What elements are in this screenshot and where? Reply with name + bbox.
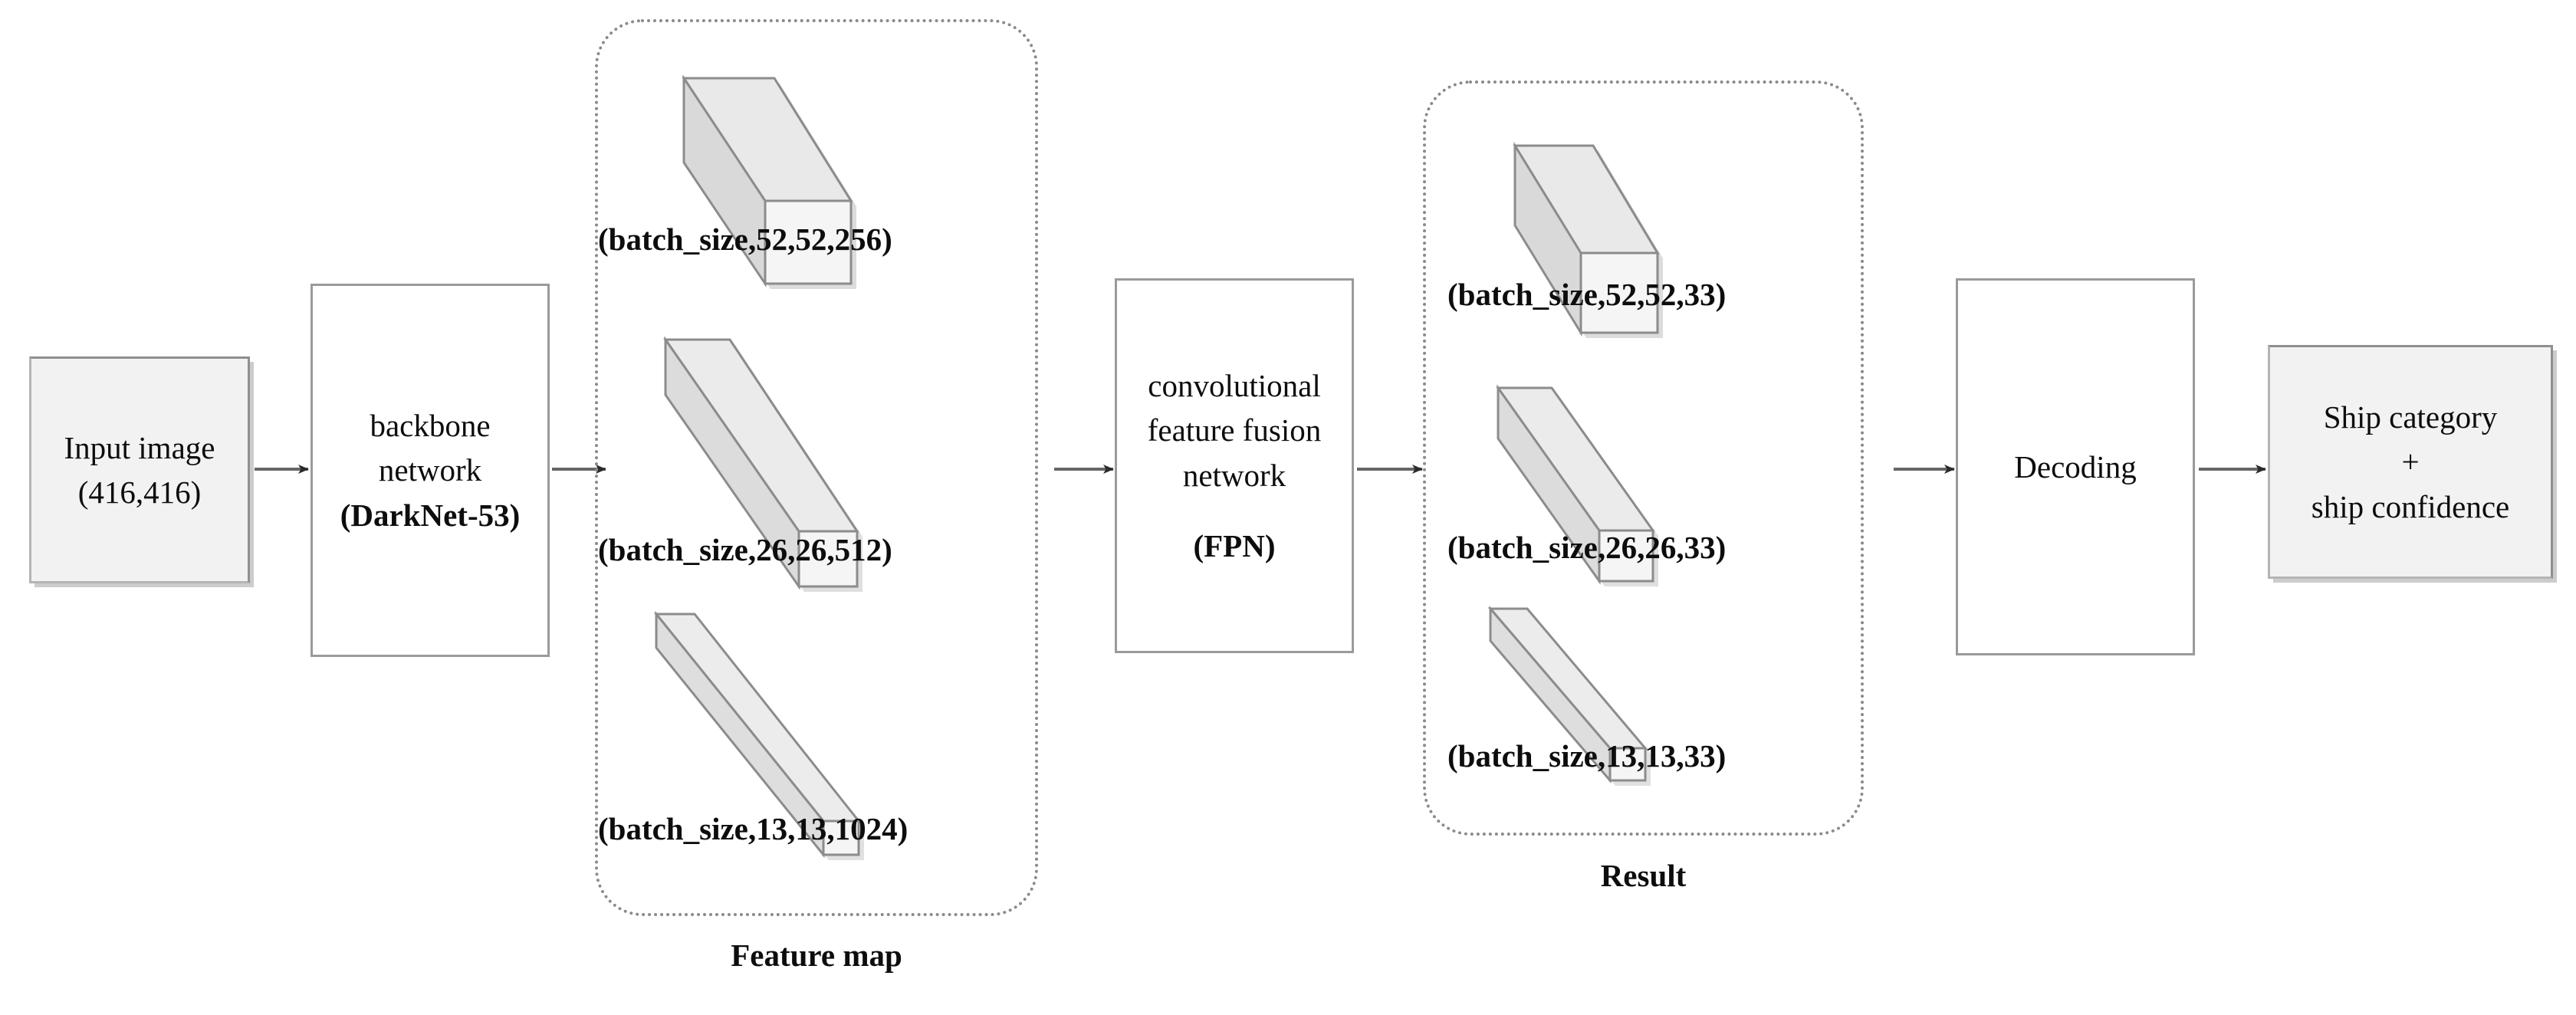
node-backbone-network[interactable]: backbone network (DarkNet-53) [310,284,550,657]
input-image-line2: (416,416) [77,475,202,510]
feature-map-group-label: Feature map [731,938,902,973]
node-output-ship[interactable]: Ship category + ship confidence [2268,345,2553,579]
fpn-text: convolutional feature fusion network (FP… [1143,363,1326,568]
fpn-line1: convolutional [1148,368,1321,404]
feature-map-cube-1[interactable]: (batch_size,52,52,256) [598,61,892,314]
output-text: Ship category + ship confidence [2307,395,2514,529]
feature-map-cube-3-label: (batch_size,13,13,1024) [598,811,909,846]
node-decoding[interactable]: Decoding [1956,278,2195,655]
feature-map-group [595,19,1038,916]
input-image-line1: Input image [64,429,215,465]
output-line2: + [2401,444,2420,480]
fpn-line4: (FPN) [1193,527,1276,563]
output-line3: ship confidence [2311,488,2510,524]
output-line1: Ship category [2323,399,2498,435]
backbone-line3: (DarkNet-53) [340,497,521,533]
result-cube-3[interactable]: (batch_size,13,13,33) [1447,598,1726,790]
result-cube-3-label: (batch_size,13,13,33) [1447,738,1727,774]
feature-map-cube-1-label: (batch_size,52,52,256) [598,222,892,257]
backbone-line2: network [378,452,482,488]
result-cube-2-label: (batch_size,26,26,33) [1447,530,1727,565]
fpn-line3: network [1182,457,1286,493]
backbone-line1: backbone [370,408,491,444]
result-cube-1[interactable]: (batch_size,52,52,33) [1447,130,1726,360]
node-fpn[interactable]: convolutional feature fusion network (FP… [1115,278,1354,653]
node-input-image[interactable]: Input image (416,416) [29,356,250,583]
input-image-text: Input image (416,416) [60,425,220,514]
feature-map-cube-2-label: (batch_size,26,26,512) [598,532,892,567]
feature-map-cube-3[interactable]: (batch_size,13,13,1024) [598,602,908,862]
result-cube-1-label: (batch_size,52,52,33) [1447,277,1727,312]
feature-map-cube-2[interactable]: (batch_size,26,26,512) [598,326,892,592]
result-group [1423,80,1864,836]
decoding-text: Decoding [2009,445,2141,489]
decoding-line1: Decoding [2014,448,2137,485]
result-cube-2[interactable]: (batch_size,26,26,33) [1447,376,1726,590]
result-group-label: Result [1600,858,1687,893]
fpn-line2: feature fusion [1147,412,1322,448]
backbone-text: backbone network (DarkNet-53) [336,403,525,537]
